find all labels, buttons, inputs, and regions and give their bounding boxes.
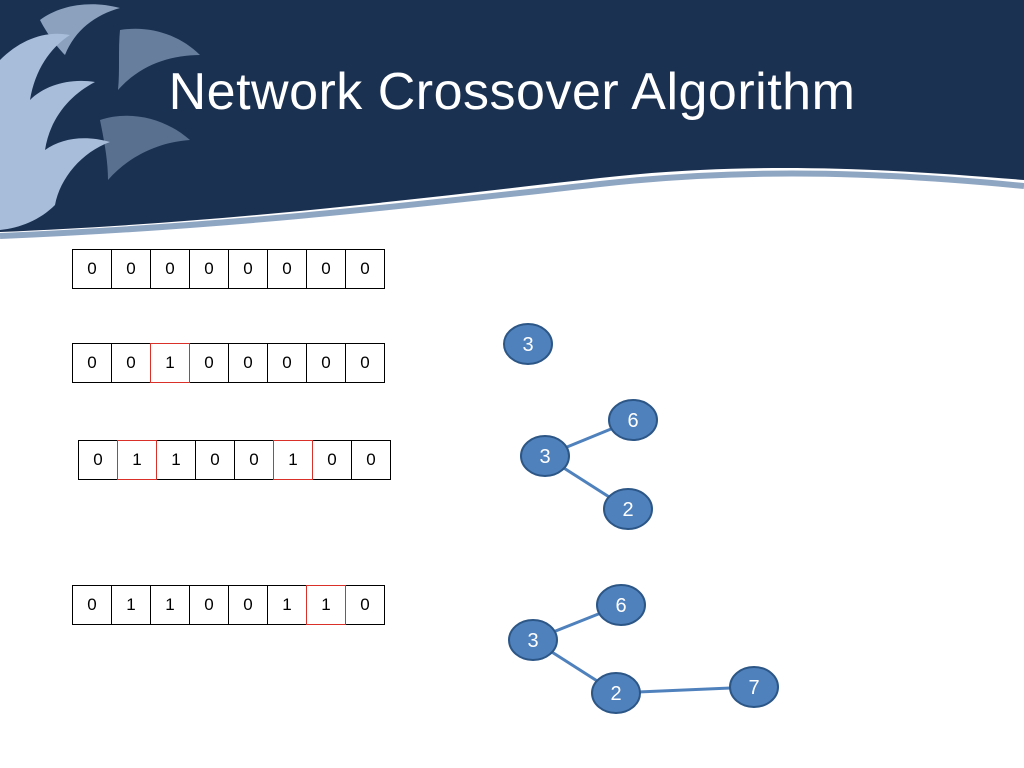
node-label: 3 [527, 630, 538, 652]
graph-node: 3 [520, 435, 570, 477]
graph-node: 3 [508, 619, 558, 661]
bit-cell: 0 [78, 440, 118, 480]
bit-cell: 0 [228, 585, 268, 625]
graph-node: 2 [591, 672, 641, 714]
bit-cell: 1 [111, 585, 151, 625]
graph-node: 2 [603, 488, 653, 530]
node-label: 3 [539, 446, 550, 468]
bit-cell: 0 [306, 249, 346, 289]
graph-node: 6 [608, 399, 658, 441]
bit-cell: 0 [306, 343, 346, 383]
bit-cell: 0 [195, 440, 235, 480]
bit-cell: 0 [72, 249, 112, 289]
slide-title: Network Crossover Algorithm [168, 63, 856, 121]
bit-cell: 0 [228, 343, 268, 383]
header-background [0, 0, 1024, 232]
graph-node: 3 [503, 323, 553, 365]
bit-cell: 0 [72, 585, 112, 625]
bit-cell: 1 [273, 440, 313, 480]
node-label: 2 [610, 683, 621, 705]
bit-cell: 1 [306, 585, 346, 625]
node-label: 6 [627, 410, 638, 432]
feather-decoration [0, 4, 200, 230]
bit-cell: 0 [267, 343, 307, 383]
graph-node: 6 [596, 584, 646, 626]
bit-cell: 0 [345, 343, 385, 383]
node-label: 7 [748, 677, 759, 699]
node-label: 6 [615, 595, 626, 617]
graph-2: 6 3 2 [520, 399, 658, 530]
node-label: 2 [622, 499, 633, 521]
bit-cell: 0 [111, 343, 151, 383]
graph-3: 6 3 2 7 [508, 584, 779, 714]
bit-cell: 0 [111, 249, 151, 289]
bit-cell: 0 [345, 249, 385, 289]
node-label: 3 [522, 334, 533, 356]
bit-cell: 0 [189, 249, 229, 289]
graph-1: 3 [503, 323, 553, 365]
bit-cell: 0 [351, 440, 391, 480]
bit-cell: 0 [189, 343, 229, 383]
bit-cell: 0 [228, 249, 268, 289]
graph-node: 7 [729, 666, 779, 708]
header-wave-line [0, 170, 1024, 239]
bit-cell: 1 [150, 343, 190, 383]
bit-cell: 1 [117, 440, 157, 480]
bit-cell: 0 [150, 249, 190, 289]
header-banner [0, 0, 1024, 239]
